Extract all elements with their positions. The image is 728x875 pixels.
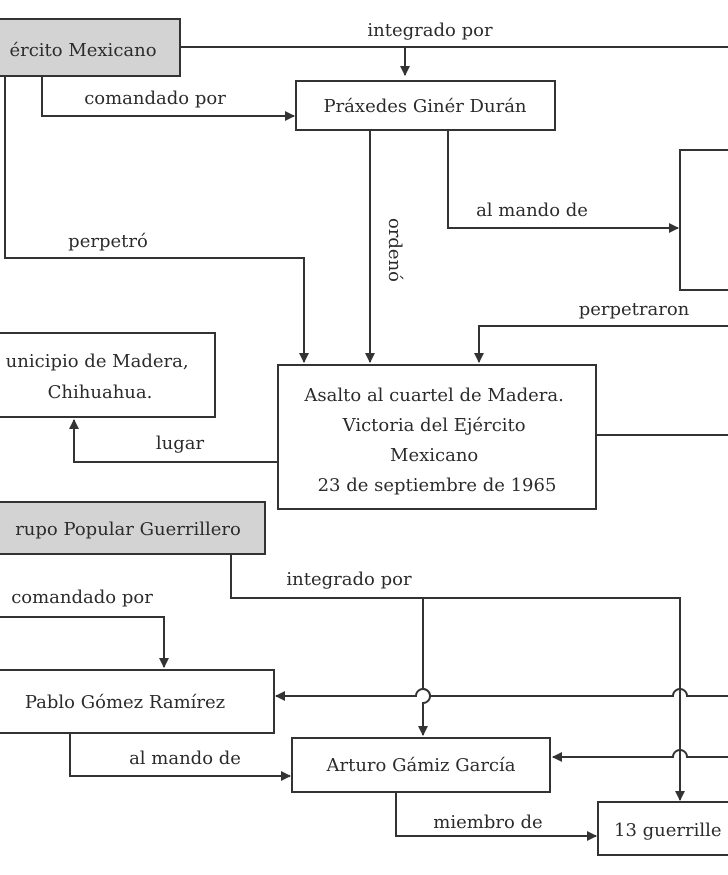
edge-grupo-integrado-to-arturo <box>418 598 431 736</box>
edge-asalto-lugar <box>69 419 278 463</box>
edge-ejercito-comandado <box>41 76 295 121</box>
node-ejercito-mexicano: ército Mexicano <box>0 18 181 77</box>
node-asalto-label: Asalto al cuartel de Madera. Victoria de… <box>303 385 569 496</box>
edge-arturo-miembro <box>395 792 597 841</box>
edge-label-integrado-por: integrado por <box>367 20 493 41</box>
edge-label-miembro-de: miembro de <box>433 812 542 833</box>
node-asalto: Asalto al cuartel de Madera. Victoria de… <box>277 364 597 510</box>
node-municipio-line-1: unicipio de Madera, <box>6 351 189 372</box>
edge-grupo-comandado <box>0 616 169 668</box>
edge-label-perpetraron: perpetraron <box>579 299 690 320</box>
node-municipio-label: unicipio de Madera, Chihuahua. <box>6 351 195 403</box>
edge-label-comandado-por: comandado por <box>84 88 226 109</box>
node-guerrilleros-label: 13 guerrille <box>614 820 722 841</box>
node-asalto-line-1: Asalto al cuartel de Madera. <box>303 385 563 406</box>
node-arturo-label: Arturo Gámiz García <box>325 755 515 776</box>
node-grupo-label: rupo Popular Guerrillero <box>15 519 241 540</box>
node-asalto-line-3: Mexicano <box>390 445 478 466</box>
edge-label-lugar: lugar <box>156 433 205 454</box>
edge-label-comandado-por-grupo: comandado por <box>11 587 153 608</box>
node-praxedes: Práxedes Ginér Durán <box>295 80 556 131</box>
edge-label-integrado-por-grupo: integrado por <box>286 569 412 590</box>
edge-perpetraron <box>474 325 728 363</box>
edge-pablo-al-mando <box>69 733 291 781</box>
node-grupo-popular: rupo Popular Guerrillero <box>0 501 266 555</box>
edge-label-al-mando-de-bottom: al mando de <box>129 748 241 769</box>
node-offscreen-right <box>679 149 728 291</box>
node-municipio-line-2: Chihuahua. <box>48 382 153 403</box>
node-13-guerrilleros: 13 guerrille <box>597 801 728 856</box>
node-asalto-line-2: Victoria del Ejército <box>342 415 526 436</box>
node-pablo-label: Pablo Gómez Ramírez <box>25 692 225 713</box>
edge-ejercito-perpetro <box>4 76 309 363</box>
edge-label-ordeno: ordenó <box>384 218 405 282</box>
node-pablo: Pablo Gómez Ramírez <box>0 669 275 734</box>
node-ejercito-label: ército Mexicano <box>9 40 156 61</box>
edge-label-al-mando-de-top: al mando de <box>476 200 588 221</box>
node-municipio: unicipio de Madera, Chihuahua. <box>0 332 216 418</box>
edge-grupo-integrado <box>230 554 685 801</box>
edge-right-to-arturo <box>552 749 728 762</box>
node-arturo: Arturo Gámiz García <box>291 737 551 793</box>
node-praxedes-label: Práxedes Ginér Durán <box>323 96 526 117</box>
edge-praxedes-al-mando <box>447 130 679 233</box>
edge-label-perpetro: perpetró <box>68 231 148 252</box>
node-asalto-line-4: 23 de septiembre de 1965 <box>318 475 557 496</box>
edge-right-to-pablo <box>275 688 728 701</box>
